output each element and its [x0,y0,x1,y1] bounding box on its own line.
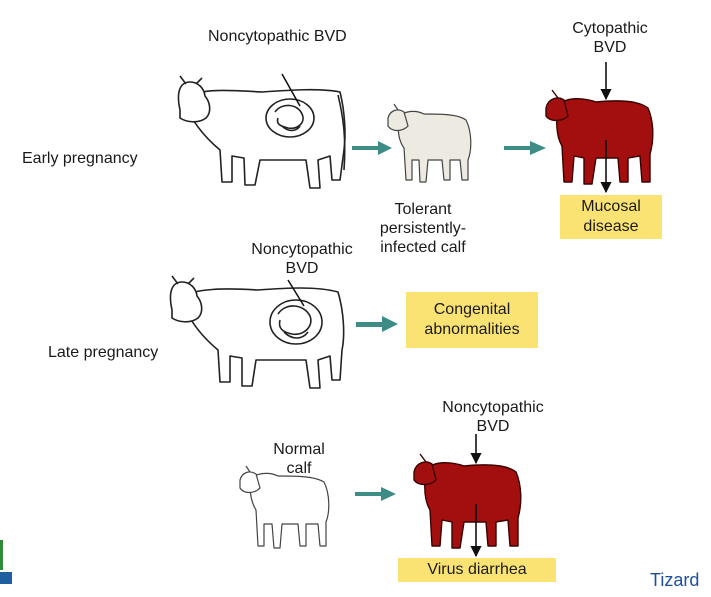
virus-label-early: Noncytopathic BVD [208,28,347,45]
infected-calf-cytopathic [545,89,654,185]
outcome-virus-diarrhea: Virus diarrhea [398,558,556,582]
virus-label-late: Noncytopathic BVD [251,241,353,277]
outcome-mucosal-disease: Mucosal disease [560,195,662,239]
infected-calf-noncytopathic [413,453,522,549]
virus-label-cytopathic: Cytopathic BVD [572,20,648,56]
virus-pointer-late [287,279,305,307]
progression-arrow-early-1 [352,141,392,155]
stage-label-late: Late pregnancy [48,344,159,361]
pregnant-cow-late [169,275,345,389]
corner-logo-icon [0,540,12,584]
tolerant-calf-label: Tolerant persistently-infected calf [379,201,467,256]
progression-arrow-late [356,316,398,332]
outcome-congenital-abnormalities: Congenital abnormalities [406,292,538,348]
pregnant-cow-early [177,75,346,189]
virus-label-diarrhea: Noncytopathic BVD [442,399,544,435]
progression-arrow-early-2 [504,141,546,155]
normal-calf [239,465,330,549]
stage-label-early: Early pregnancy [22,150,138,167]
tolerant-calf [387,103,472,183]
normal-calf-label: Normal calf [273,441,325,477]
progression-arrow-normal [355,487,396,501]
credit-text: Tizard [650,570,700,590]
virus-pointer-early [281,73,301,107]
